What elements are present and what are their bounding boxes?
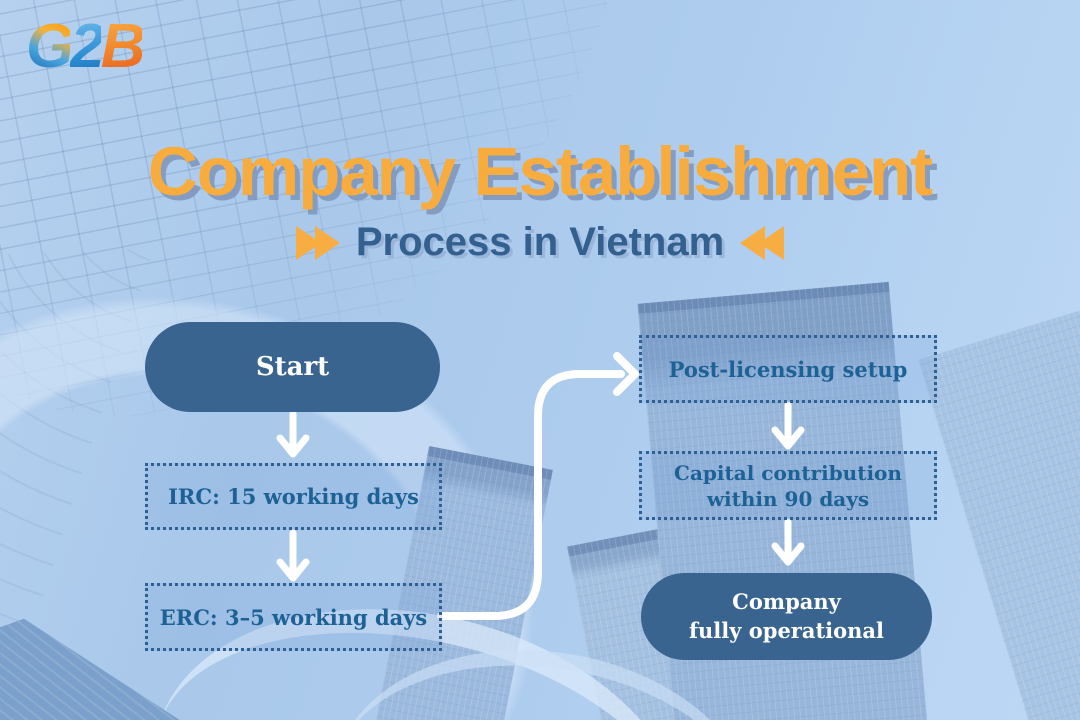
capital-node-line2: within 90 days <box>706 486 870 511</box>
post-licensing-node: Post-licensing setup <box>639 335 937 403</box>
background-skyscraper-far-right <box>918 295 1080 720</box>
start-node: Start <box>145 322 440 412</box>
capital-contribution-node: Capital contribution within 90 days <box>639 451 937 520</box>
page-subtitle-row: Process in Vietnam <box>0 220 1080 265</box>
final-node-line1: Company <box>732 589 841 615</box>
logo-letter-2: 2 <box>70 12 105 81</box>
g2b-logo: G2B ✈ <box>26 16 145 78</box>
company-operational-node: Company fully operational <box>641 573 932 660</box>
arrow-start-to-irc <box>276 410 310 458</box>
erc-node: ERC: 3–5 working days <box>145 583 442 651</box>
logo-letter-g: G <box>26 12 74 81</box>
arrow-post-to-capital <box>771 401 805 450</box>
arrow-capital-to-final <box>771 518 805 566</box>
irc-node: IRC: 15 working days <box>145 463 442 530</box>
irc-node-label: IRC: 15 working days <box>168 484 419 509</box>
double-left-arrow-icon <box>740 225 785 260</box>
elbow-arrow-erc-to-post <box>437 352 639 620</box>
erc-node-label: ERC: 3–5 working days <box>159 604 428 630</box>
arrow-irc-to-erc <box>276 529 310 582</box>
double-right-arrow-icon <box>295 225 340 260</box>
post-licensing-node-label: Post-licensing setup <box>668 356 908 382</box>
final-node-line2: fully operational <box>688 617 885 643</box>
capital-node-line1: Capital contribution <box>674 460 902 485</box>
logo-letter-b: B <box>100 12 146 81</box>
page-subtitle: Process in Vietnam <box>355 220 725 264</box>
page-title: Company Establishment <box>147 133 933 210</box>
start-node-label: Start <box>255 352 330 382</box>
